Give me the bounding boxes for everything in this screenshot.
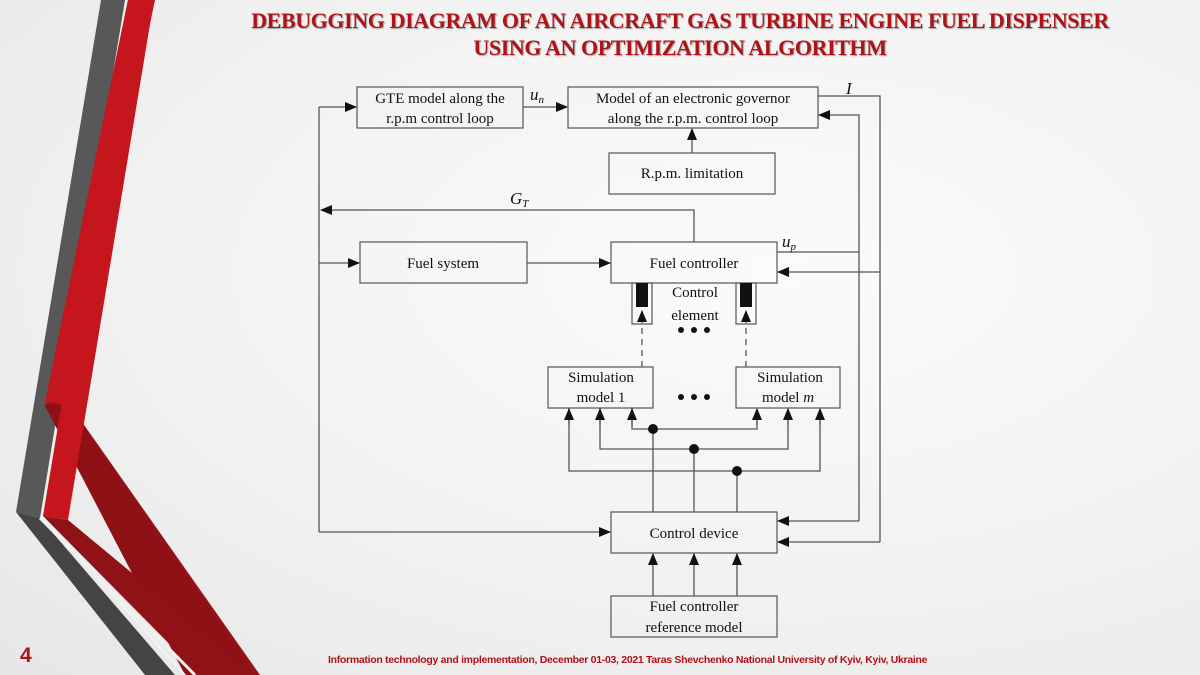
- sim-model-1-line-1: Simulation: [568, 370, 634, 386]
- label-up: up: [782, 232, 797, 253]
- footer-text: Information technology and implementatio…: [328, 654, 928, 666]
- sim-model-m-block: Simulation model m: [735, 366, 841, 409]
- control-device-label: Control device: [650, 526, 739, 542]
- sim-model-1-block: Simulation model 1: [547, 366, 654, 409]
- arrow-gt: [320, 205, 695, 242]
- control-element-left: [631, 282, 653, 325]
- reference-to-control-device: [648, 553, 742, 596]
- red-stripe-bottom: [44, 404, 255, 675]
- inner-right-bus: [818, 110, 860, 521]
- stripe-gap: [38, 516, 197, 675]
- ellipsis-control-elements: [678, 327, 710, 333]
- sim-model-m-line-2: model m: [762, 390, 814, 406]
- fuel-controller-block: Fuel controller: [610, 241, 778, 284]
- fuel-controller-label: Fuel controller: [650, 256, 739, 272]
- title-line-1: DEBUGGING DIAGRAM OF AN AIRCRAFT GAS TUR…: [251, 8, 1109, 33]
- governor-block: Model of an electronic governor along th…: [567, 86, 819, 129]
- red-stripe-diagonal: [43, 516, 255, 675]
- sim-model-1-line-2: model 1: [577, 390, 626, 406]
- title-line-2: USING AN OPTIMIZATION ALGORITHM: [473, 35, 887, 60]
- control-element-right: [735, 282, 757, 325]
- label-gt: GT: [510, 189, 529, 210]
- gray-stripe-upper: [16, 0, 125, 518]
- ellipsis-sim-models: [678, 394, 710, 400]
- rpm-limitation-block: R.p.m. limitation: [608, 152, 776, 195]
- gray-stripe-lower: [16, 512, 175, 675]
- decorative-red-stripe: [38, 0, 255, 675]
- reference-model-line-1: Fuel controller: [650, 599, 739, 615]
- red-stripe-main: [43, 0, 154, 520]
- sim-model-m-line-1: Simulation: [757, 370, 823, 386]
- reference-model-line-2: reference model: [645, 620, 742, 636]
- outer-right-bus: [818, 95, 881, 542]
- gte-model-block: GTE model along the r.p.m control loop: [356, 86, 524, 129]
- gte-model-line-2: r.p.m control loop: [386, 111, 494, 127]
- fuel-system-label: Fuel system: [407, 256, 479, 272]
- label-un: un: [530, 85, 545, 106]
- rpm-limitation-label: R.p.m. limitation: [641, 166, 744, 182]
- control-element-label-1: Control: [672, 285, 718, 301]
- governor-line-2: along the r.p.m. control loop: [608, 111, 778, 127]
- page-number: 4: [20, 644, 32, 667]
- reference-model-block: Fuel controller reference model: [610, 595, 778, 638]
- control-device-block: Control device: [610, 511, 778, 554]
- label-i: I: [845, 79, 853, 98]
- slide-title: DEBUGGING DIAGRAM OF AN AIRCRAFT GAS TUR…: [160, 7, 1200, 61]
- governor-line-1: Model of an electronic governor: [596, 91, 790, 107]
- fuel-system-block: Fuel system: [359, 241, 528, 284]
- control-device-to-sim-models: [564, 408, 825, 512]
- control-element-label-2: element: [671, 308, 719, 324]
- gte-model-line-1: GTE model along the: [375, 91, 505, 107]
